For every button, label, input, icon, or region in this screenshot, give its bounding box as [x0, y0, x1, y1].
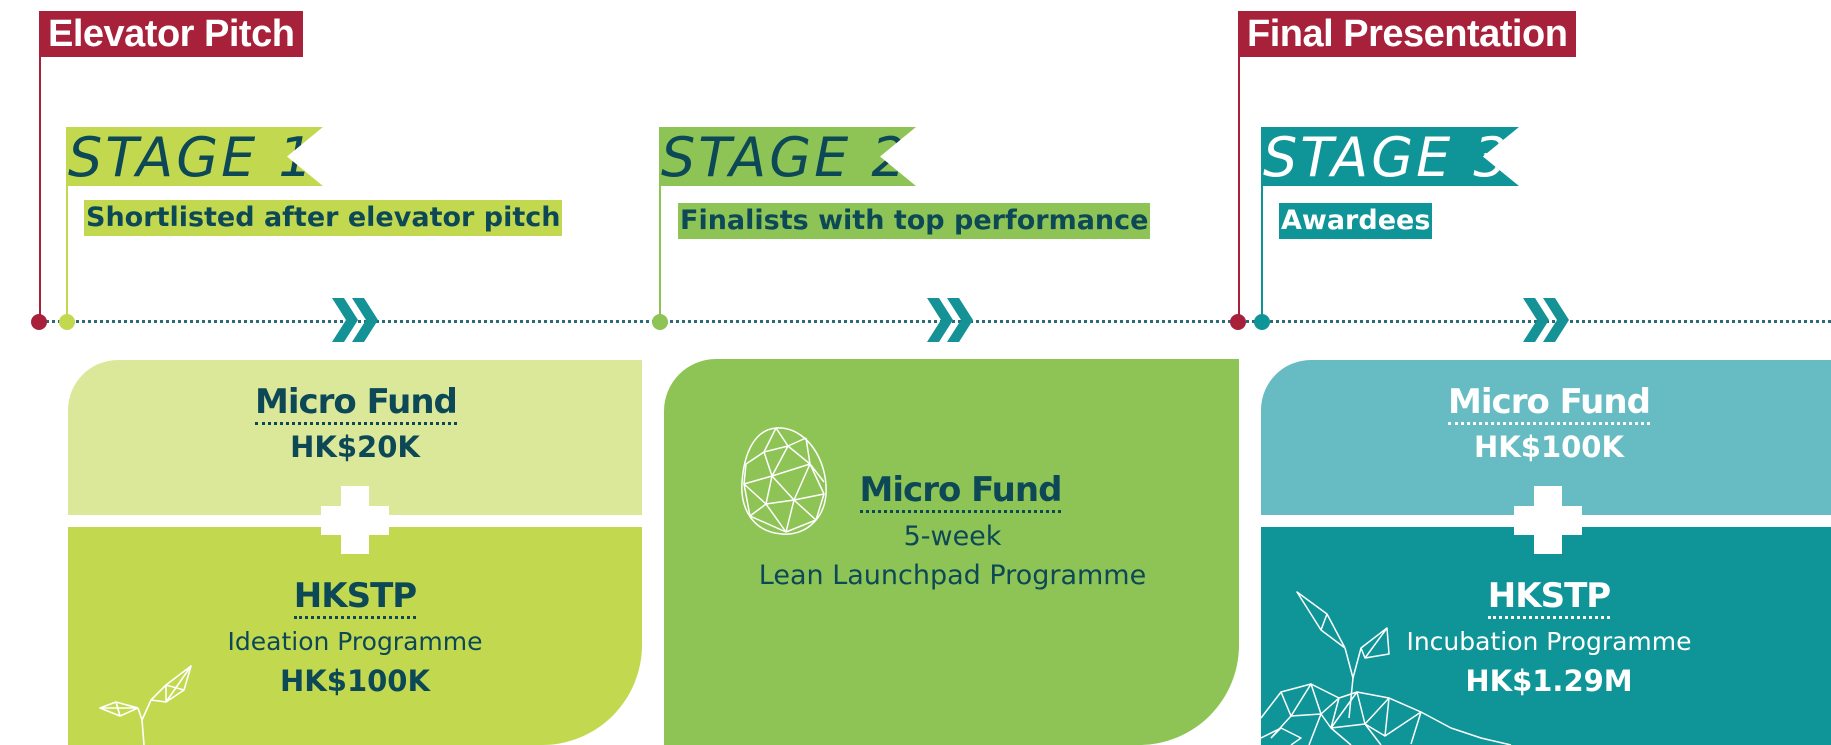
stage2-panel	[664, 359, 1239, 745]
stage1-programme-block: HKSTP Ideation Programme HK$100K	[205, 576, 505, 699]
stage1-programme-panel	[68, 527, 642, 745]
stage3-programme-amount: HK$1.29M	[1465, 664, 1633, 698]
stage3-programme-block: HKSTP Incubation Programme HK$1.29M	[1396, 576, 1702, 699]
timeline-dot-final-presentation	[1230, 314, 1246, 330]
stage2-subtitle: Finalists with top performance	[678, 203, 1151, 239]
stage1-subtitle: Shortlisted after elevator pitch	[84, 200, 563, 236]
stage3-flag: STAGE 3	[1261, 127, 1519, 186]
stage1-flag: STAGE 1	[66, 127, 323, 186]
plus-icon-vertical	[341, 486, 369, 554]
elevator-pitch-line	[39, 57, 41, 322]
stage1-programme-name: Ideation Programme	[227, 627, 483, 656]
stage3-programme-name: Incubation Programme	[1406, 627, 1692, 656]
timeline	[40, 320, 1831, 323]
stage1-flag-pole	[66, 127, 68, 322]
sprout-icon	[1261, 591, 1512, 745]
stage3-programme-org: HKSTP	[1487, 576, 1611, 619]
stage2-duration: 5-week	[903, 521, 1002, 552]
stage2-fund-title: Micro Fund	[859, 470, 1062, 513]
stage3-subtitle: Awardees	[1279, 203, 1433, 239]
final-presentation-line	[1238, 57, 1240, 322]
double-chevron-icon	[927, 298, 973, 342]
egg-mesh-icon	[741, 427, 827, 535]
stage1-programme-amount: HK$100K	[280, 664, 430, 698]
stage1-fund-block: Micro Fund HK$20K	[255, 382, 458, 465]
stage1-fund-title: Micro Fund	[255, 382, 458, 425]
stage3-fund-block: Micro Fund HK$100K	[1414, 382, 1684, 465]
stage1-programme-org: HKSTP	[293, 576, 417, 619]
stage3-fund-title: Micro Fund	[1448, 382, 1651, 425]
timeline-dot-stage1	[59, 314, 75, 330]
stage1-fund-amount: HK$20K	[290, 430, 420, 464]
timeline-dot-stage2	[652, 314, 668, 330]
stage3-flag-pole	[1261, 127, 1263, 322]
stage2-flag: STAGE 2	[659, 127, 916, 186]
milestone-elevator-pitch: Elevator Pitch	[39, 11, 304, 57]
double-chevron-icon	[332, 298, 378, 342]
stage2-flag-pole	[659, 127, 661, 322]
double-chevron-icon	[1523, 298, 1569, 342]
plus-icon-vertical	[1534, 486, 1562, 554]
milestone-final-presentation: Final Presentation	[1238, 11, 1577, 57]
sprout-icon	[99, 665, 192, 745]
stage2-text-block: Micro Fund 5-week Lean Launchpad Program…	[720, 470, 1185, 595]
stage2-programme-name: Lean Launchpad Programme	[758, 560, 1147, 591]
stage3-fund-amount: HK$100K	[1474, 430, 1624, 464]
stage3-programme-panel	[1261, 527, 1831, 745]
timeline-dot-stage3	[1254, 314, 1270, 330]
timeline-dot-elevator-pitch	[31, 314, 47, 330]
